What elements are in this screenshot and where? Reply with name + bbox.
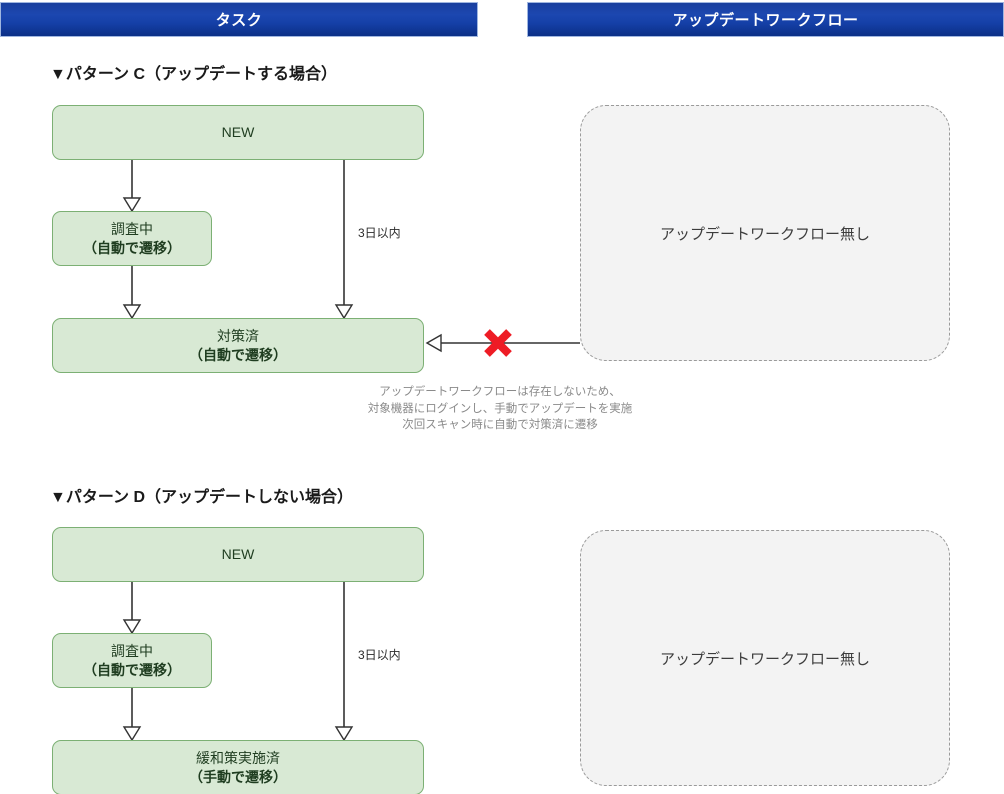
annotation-note-c-line3: 次回スキャン時に自動で対策済に遷移 — [402, 419, 598, 432]
state-box-mitigated-d-line2: （手動で遷移） — [189, 768, 287, 785]
state-box-investigating-d-line1: 調査中 — [111, 642, 153, 659]
state-box-mitigated-d[interactable]: 緩和策実施済 （手動で遷移） — [52, 740, 424, 794]
state-box-handled-c-line1: 対策済 — [217, 327, 259, 344]
section-title-pattern-c: ▼パターン C（アップデートする場合） — [50, 66, 338, 83]
header-update-workflow-label: アップデートワークフロー — [672, 12, 859, 29]
state-box-new-d-label: NEW — [221, 546, 255, 563]
state-box-investigating-c[interactable]: 調査中 （自動で遷移） — [52, 211, 212, 266]
state-box-investigating-d-line2: （自動で遷移） — [83, 661, 181, 678]
red-x-mark-icon — [484, 329, 512, 357]
state-box-investigating-c-line1: 調査中 — [111, 220, 153, 237]
state-box-investigating-c-line2: （自動で遷移） — [83, 239, 181, 256]
workflow-panel-c: アップデートワークフロー無し — [580, 105, 950, 361]
header-task-label: タスク — [215, 12, 263, 29]
state-box-mitigated-d-line1: 緩和策実施済 — [196, 749, 280, 766]
state-box-new-c-label: NEW — [221, 124, 255, 141]
annotation-note-c: アップデートワークフローは存在しないため、 対象機器にログインし、手動でアップデ… — [340, 384, 660, 434]
annotation-note-c-line2: 対象機器にログインし、手動でアップデートを実施 — [367, 402, 633, 415]
state-box-investigating-d[interactable]: 調査中 （自動で遷移） — [52, 633, 212, 688]
workflow-panel-d: アップデートワークフロー無し — [580, 530, 950, 786]
workflow-panel-c-label: アップデートワークフロー無し — [659, 225, 870, 243]
edge-label-within-3-days-d: 3日以内 — [358, 648, 401, 662]
state-box-handled-c-line2: （自動で遷移） — [189, 346, 287, 363]
workflow-panel-d-label: アップデートワークフロー無し — [659, 650, 870, 668]
state-box-new-c[interactable]: NEW — [52, 105, 424, 160]
header-task: タスク — [0, 2, 478, 37]
state-box-handled-c[interactable]: 対策済 （自動で遷移） — [52, 318, 424, 373]
section-title-pattern-d: ▼パターン D（アップデートしない場合） — [50, 489, 354, 506]
header-update-workflow: アップデートワークフロー — [527, 2, 1004, 37]
state-box-new-d[interactable]: NEW — [52, 527, 424, 582]
annotation-note-c-line1: アップデートワークフローは存在しないため、 — [379, 386, 621, 398]
edge-label-within-3-days-c: 3日以内 — [358, 226, 401, 240]
